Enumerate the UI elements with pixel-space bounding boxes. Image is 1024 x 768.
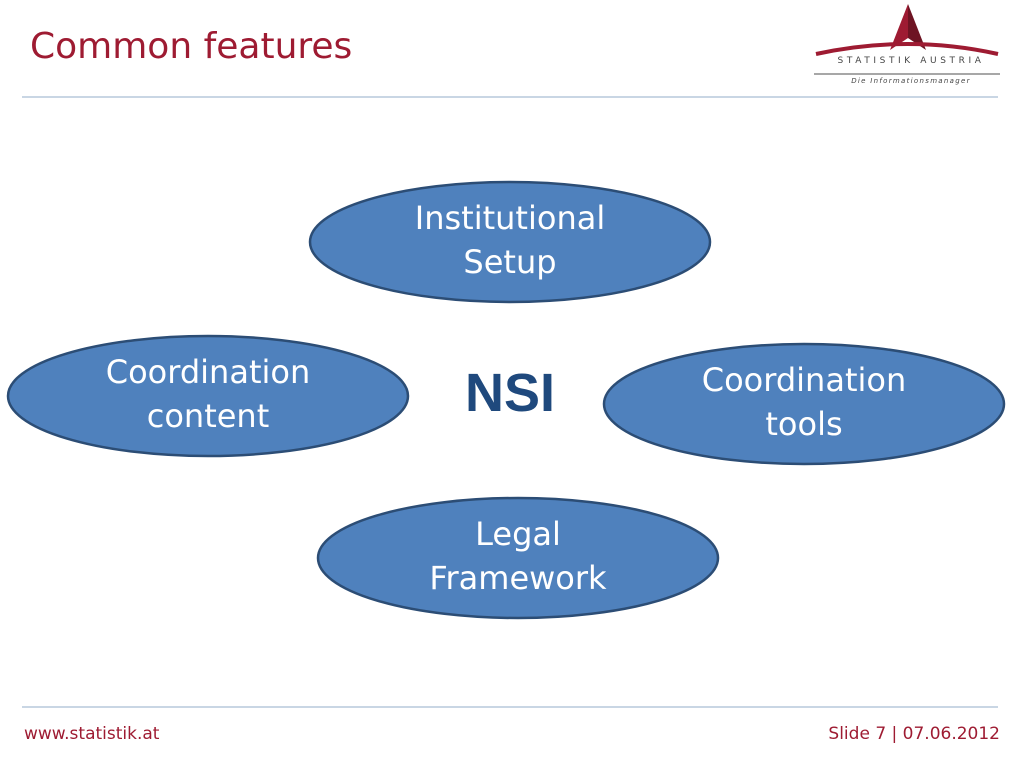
logo-tagline: Die Informationsmanager bbox=[851, 77, 971, 85]
node-label-line: Legal bbox=[475, 515, 561, 553]
node-label-line: Framework bbox=[429, 559, 607, 597]
center-label-nsi: NSI bbox=[464, 363, 556, 423]
node-label-line: Coordination bbox=[105, 353, 311, 391]
node-legal-framework bbox=[316, 496, 720, 620]
footer-url[interactable]: www.statistik.at bbox=[24, 724, 160, 744]
header-divider bbox=[22, 96, 998, 98]
node-legal-framework-label: Legal Framework bbox=[348, 512, 688, 600]
node-institutional-setup-label: Institutional Setup bbox=[340, 196, 680, 284]
node-coordination-content-label: Coordination content bbox=[38, 350, 378, 438]
node-label-line: Coordination bbox=[701, 361, 907, 399]
node-institutional-setup bbox=[308, 180, 712, 304]
node-coordination-content bbox=[6, 334, 410, 458]
node-coordination-tools bbox=[602, 342, 1006, 466]
slide-title: Common features bbox=[30, 26, 353, 67]
node-label-line: Setup bbox=[463, 243, 557, 281]
node-label-line: Institutional bbox=[414, 199, 606, 237]
node-label-line: content bbox=[146, 397, 270, 435]
node-label-line: tools bbox=[765, 405, 843, 443]
footer-divider bbox=[22, 706, 998, 708]
statistik-austria-logo bbox=[814, 4, 1000, 75]
footer-slide-info: Slide 7 | 07.06.2012 bbox=[828, 724, 1000, 744]
logo-name: STATISTIK AUSTRIA bbox=[837, 56, 985, 66]
node-coordination-tools-label: Coordination tools bbox=[634, 358, 974, 446]
